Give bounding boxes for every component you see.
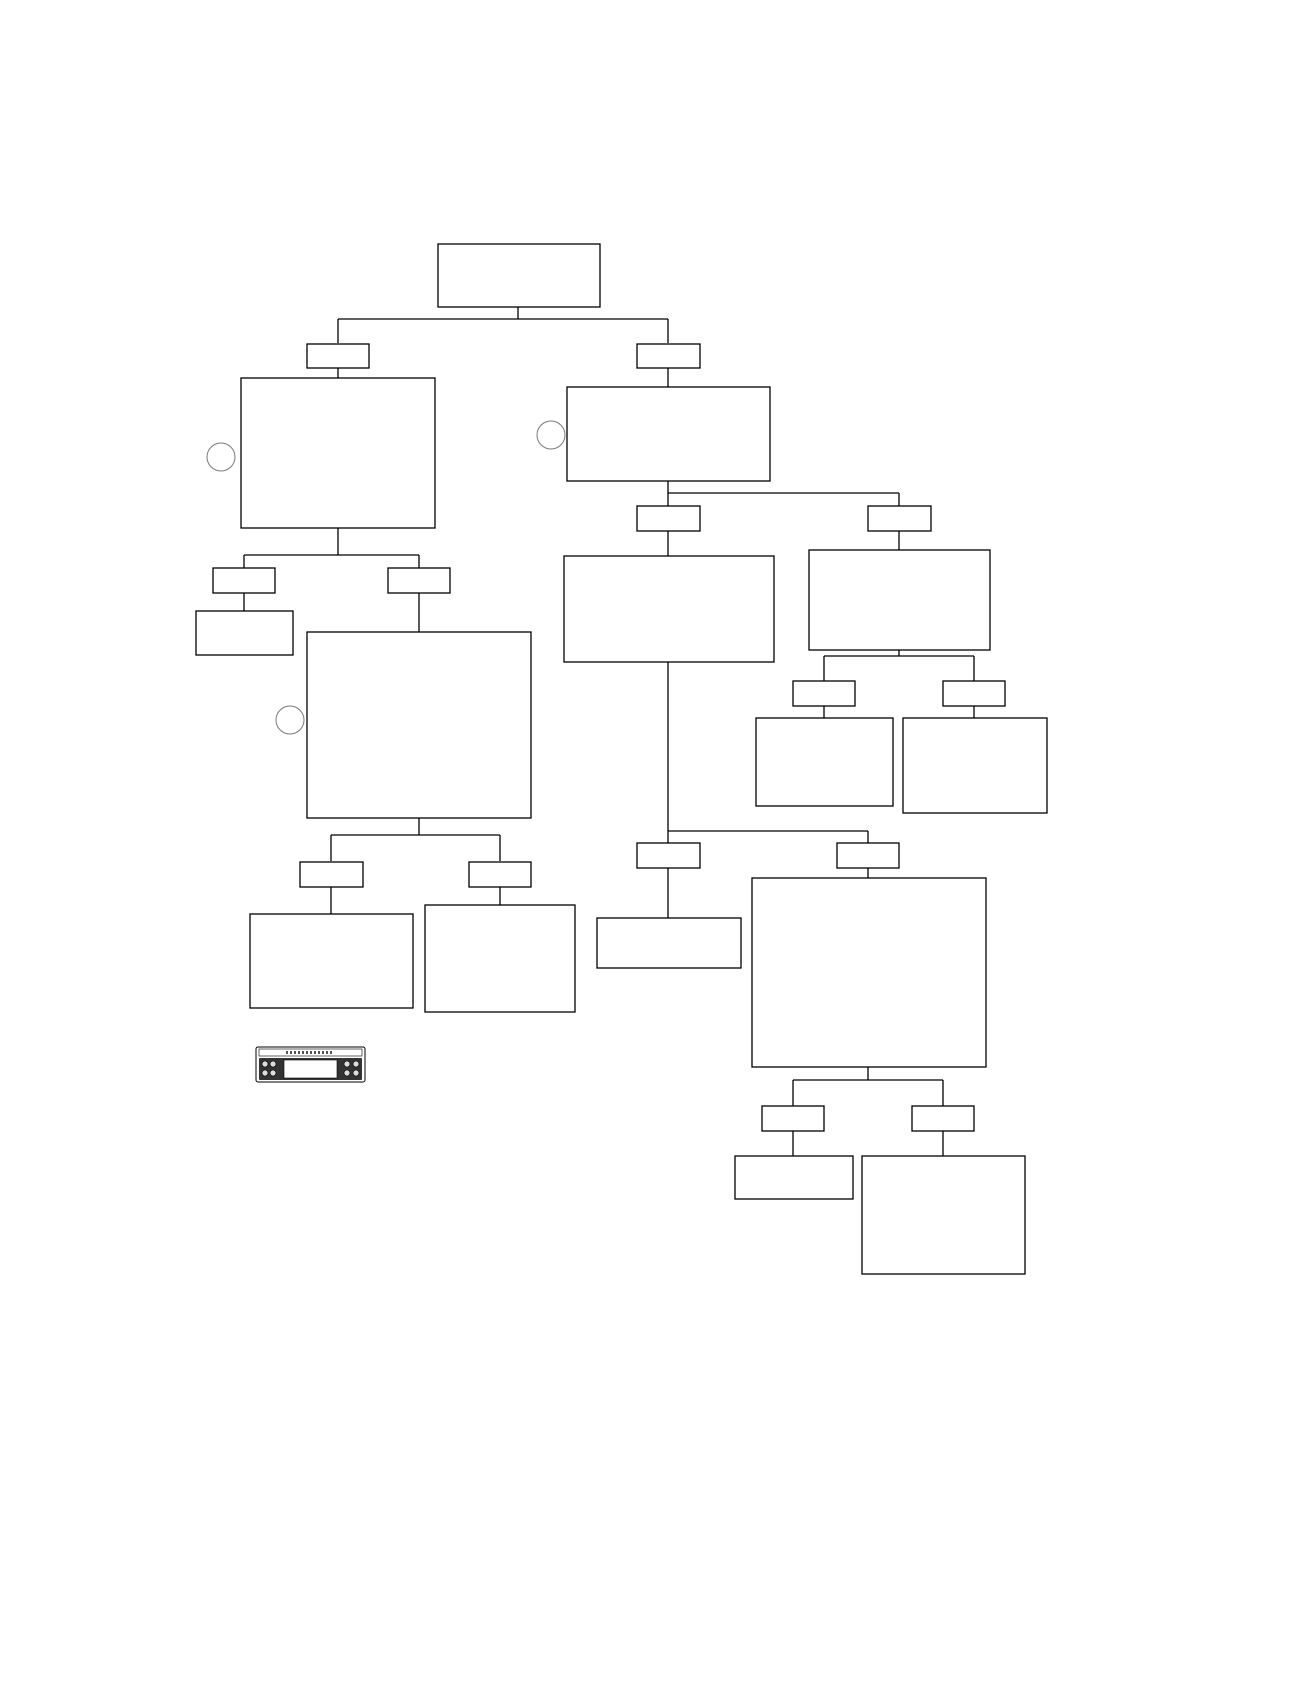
node-check-b1 [563,555,775,663]
branch-label-14 [911,1105,975,1132]
branch-label-6 [468,861,532,888]
branch-label-1 [306,343,370,369]
branch-label-10 [942,680,1006,707]
branch-label-3 [212,567,276,594]
edge-check-b-branches [667,481,900,506]
step-markers [206,420,566,735]
node-check-a [240,377,436,529]
branch-label-4 [387,567,451,594]
car-radio-faceplate-icon [255,1046,366,1083]
node-result-b1-left [596,917,742,969]
edge-check-a-branches [243,528,420,568]
branch-label-5 [299,861,364,888]
node-check-b2 [808,549,991,651]
branch-label-8 [867,505,932,532]
step-marker-1 [206,442,236,472]
branch-label-13 [761,1105,825,1132]
edges [243,307,975,1156]
edge-check-b3-branches [792,1067,944,1106]
edge-start-branches [337,307,669,343]
branch-label-7 [636,505,701,532]
node-check-b [566,386,771,482]
node-result-a2-left [249,913,414,1009]
node-check-a2 [306,631,532,819]
node-check-b3 [751,877,987,1068]
node-result-a2-right [424,904,576,1013]
node-result-b2-right [902,717,1048,814]
branch-label-9 [792,680,856,707]
edge-check-a2-branches [330,818,501,861]
branch-label-12 [836,842,900,869]
step-marker-2 [536,420,566,450]
step-marker-3 [275,705,305,735]
branch-label-11 [636,842,701,869]
node-result-b3-left [734,1155,854,1200]
edge-check-b2-branches [823,650,975,681]
edge-check-b1-branches [667,662,869,843]
nodes [195,243,1048,1275]
node-result-b2-left [755,717,894,807]
node-result-b3-right [861,1155,1026,1275]
node-start [437,243,601,308]
branch-label-2 [636,343,701,369]
branch-labels [212,343,1006,1132]
node-result-a1 [195,610,294,656]
